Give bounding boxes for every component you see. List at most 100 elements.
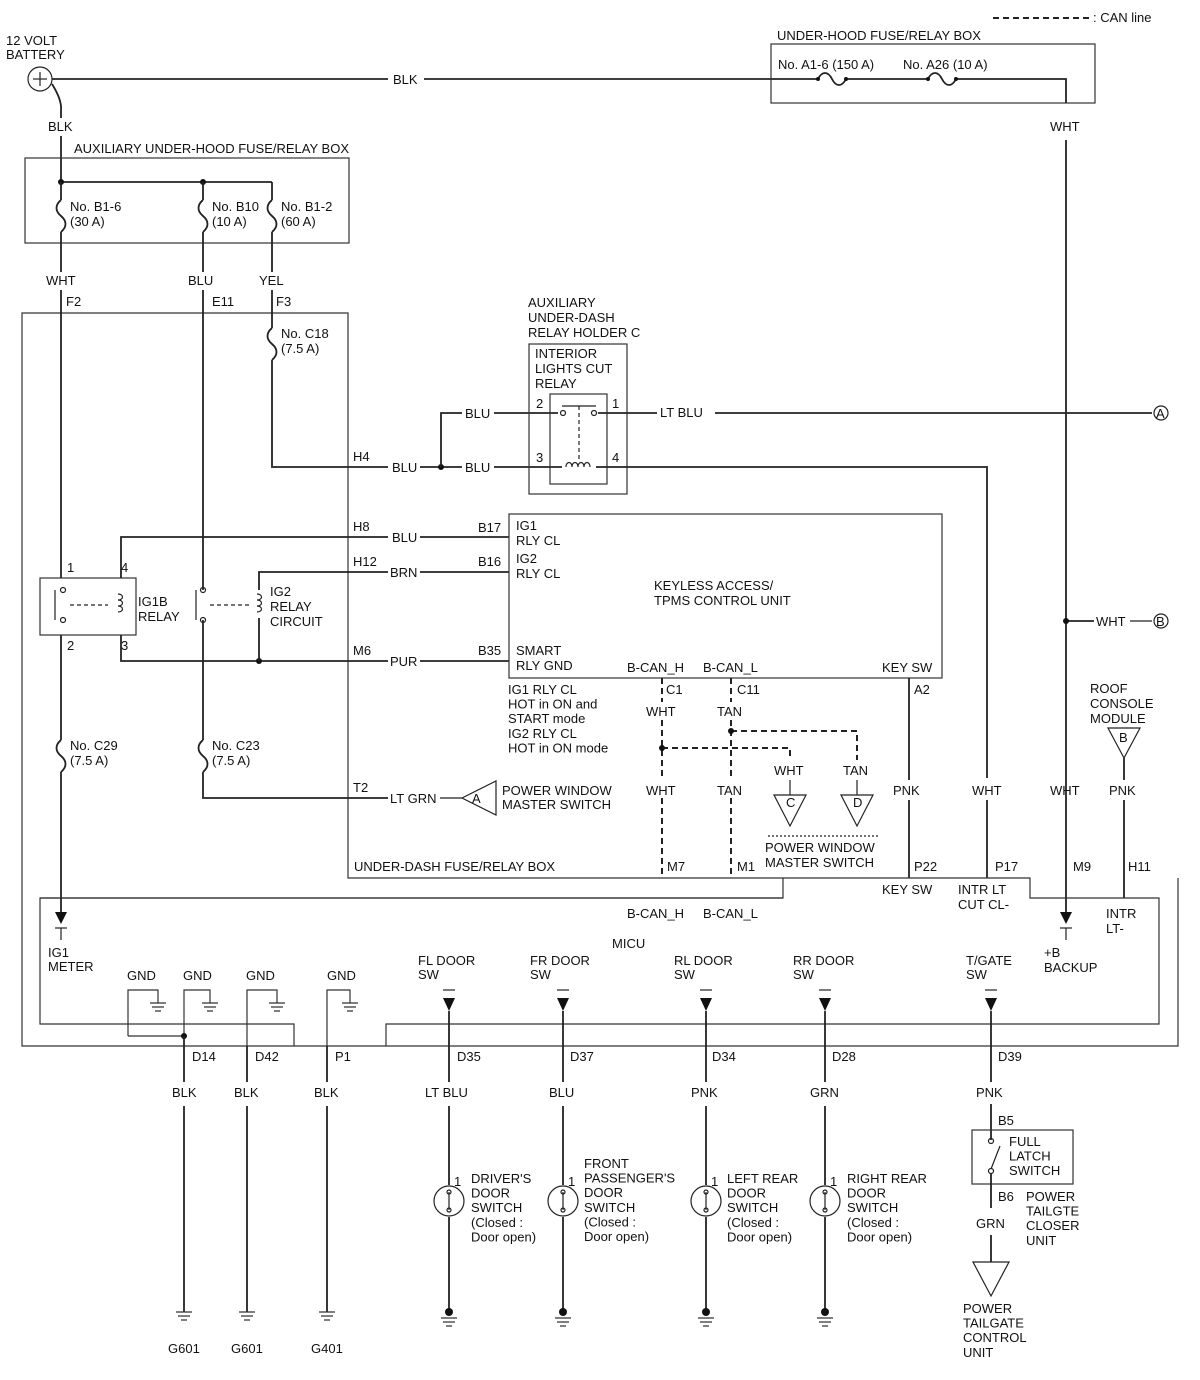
connector-a-circle xyxy=(1153,405,1169,421)
interior-relay-pin-3: 3 xyxy=(536,450,543,465)
fuse-b1-6-label: No. B1-6(30 A) xyxy=(70,199,121,229)
can-l-branch xyxy=(731,730,858,760)
wire-label-blu-h8: BLU xyxy=(392,530,417,545)
door-switch-wires xyxy=(441,1046,833,1327)
interior-relay-pin-2: 2 xyxy=(536,396,543,411)
fuse-c23-label: No. C23(7.5 A) xyxy=(212,738,260,768)
pin-a2: A2 xyxy=(914,682,930,697)
pin-d14: D14 xyxy=(192,1049,216,1064)
fuse-b1-2-label: No. B1-2(60 A) xyxy=(281,199,332,229)
can-h-branch xyxy=(662,747,791,760)
aux-underhood-box-label: AUXILIARY UNDER-HOOD FUSE/RELAY BOX xyxy=(74,141,349,156)
wire-label-blu-relay3: BLU xyxy=(465,460,490,475)
wire-ig1b-gnd-m6 xyxy=(120,635,388,662)
interior-relay-pin-1: 1 xyxy=(612,396,619,411)
wire-label-tan-d: TAN xyxy=(843,763,868,778)
connector-a-right-label: A xyxy=(1156,406,1165,421)
underhood-fuse-relay-box xyxy=(770,43,1096,104)
ig1b-pin-3: 3 xyxy=(121,638,128,653)
pin-d28: D28 xyxy=(832,1049,856,1064)
pin-c11: C11 xyxy=(737,682,760,697)
underdash-fuse-relay-box xyxy=(21,312,784,1047)
keyless-pin-key-sw: KEY SW xyxy=(882,660,933,675)
interior-relay-pin-4: 4 xyxy=(612,450,619,465)
aux-fuses xyxy=(55,182,278,272)
wire-label-wht-intr: WHT xyxy=(972,783,1002,798)
pin-d34: D34 xyxy=(712,1049,736,1064)
ground-g601-b: G601 xyxy=(231,1341,263,1356)
wire-label-tan-c11: TAN xyxy=(717,704,742,719)
front-pass-switch-pin-1: 1 xyxy=(568,1174,575,1189)
fuse-c18 xyxy=(266,327,388,468)
pin-t2: T2 xyxy=(353,780,368,795)
wire-label-brn-h12: BRN xyxy=(390,565,417,580)
micu-gnd-3: GND xyxy=(246,968,275,983)
micu-pin-bcan-h: B-CAN_H xyxy=(627,906,684,921)
micu-label: MICU xyxy=(612,936,645,951)
keyless-pin-b-can-l: B-CAN_L xyxy=(703,660,758,675)
right-rear-switch-pin-1: 1 xyxy=(830,1174,837,1189)
wire-blu-junction xyxy=(440,412,462,467)
wire-label-blu-d37: BLU xyxy=(549,1085,574,1100)
pin-h4: H4 xyxy=(353,449,370,464)
keyless-pin-b-can-h: B-CAN_H xyxy=(627,660,684,675)
pin-d35: D35 xyxy=(457,1049,481,1064)
pin-b5: B5 xyxy=(998,1113,1014,1128)
connector-c-label: C xyxy=(786,795,795,810)
underdash-box-label: UNDER-DASH FUSE/RELAY BOX xyxy=(354,859,555,874)
ground-g401: G401 xyxy=(311,1341,343,1356)
pin-m9: M9 xyxy=(1073,859,1091,874)
micu-gnd-4: GND xyxy=(327,968,356,983)
connector-b-label: B xyxy=(1156,614,1165,629)
wire-label-pnk-d39: PNK xyxy=(976,1085,1003,1100)
door-switch-symbols xyxy=(433,1185,841,1217)
wire-label-yel-f3: YEL xyxy=(259,273,284,288)
wire-label-grn-b6: GRN xyxy=(976,1216,1005,1231)
wire-label-blu-h4: BLU xyxy=(392,460,417,475)
micu-outer-frame xyxy=(385,877,1179,1047)
wire-label-wht-backup: WHT xyxy=(1050,783,1080,798)
power-tailgate-control-connector xyxy=(972,1261,1010,1298)
fuse-c29 xyxy=(55,739,67,912)
pin-d39: D39 xyxy=(998,1049,1022,1064)
wire-label-wht-b: WHT xyxy=(1096,614,1126,629)
pin-d37: D37 xyxy=(570,1049,594,1064)
pin-b16: B16 xyxy=(478,554,501,569)
micu-input-arrows xyxy=(443,989,997,1046)
pin-m7: M7 xyxy=(667,859,685,874)
fuse-a1-6-label: No. A1-6 (150 A) xyxy=(778,57,874,72)
connector-a-label: A xyxy=(472,791,481,806)
pin-b17: B17 xyxy=(478,520,501,535)
micu-gnd-2: GND xyxy=(183,968,212,983)
pin-h8: H8 xyxy=(353,519,370,534)
pin-h11: H11 xyxy=(1128,859,1151,874)
aux-underdash-relay-holder xyxy=(528,343,628,495)
fuse-c29-label: No. C29(7.5 A) xyxy=(70,738,118,768)
micu-gnd-1: GND xyxy=(127,968,156,983)
pin-e11: E11 xyxy=(212,294,234,309)
ground-wires xyxy=(176,1036,335,1321)
fuse-b10-label: No. B10(10 A) xyxy=(212,199,259,229)
pin-p22: P22 xyxy=(914,859,937,874)
ig1b-pin-2: 2 xyxy=(67,638,74,653)
wire-label-grn-d28: GRN xyxy=(810,1085,839,1100)
ig1-meter-arrow xyxy=(55,912,67,924)
underhood-box-label: UNDER-HOOD FUSE/RELAY BOX xyxy=(777,28,981,43)
wire-label-blk-aux: BLK xyxy=(48,119,73,134)
